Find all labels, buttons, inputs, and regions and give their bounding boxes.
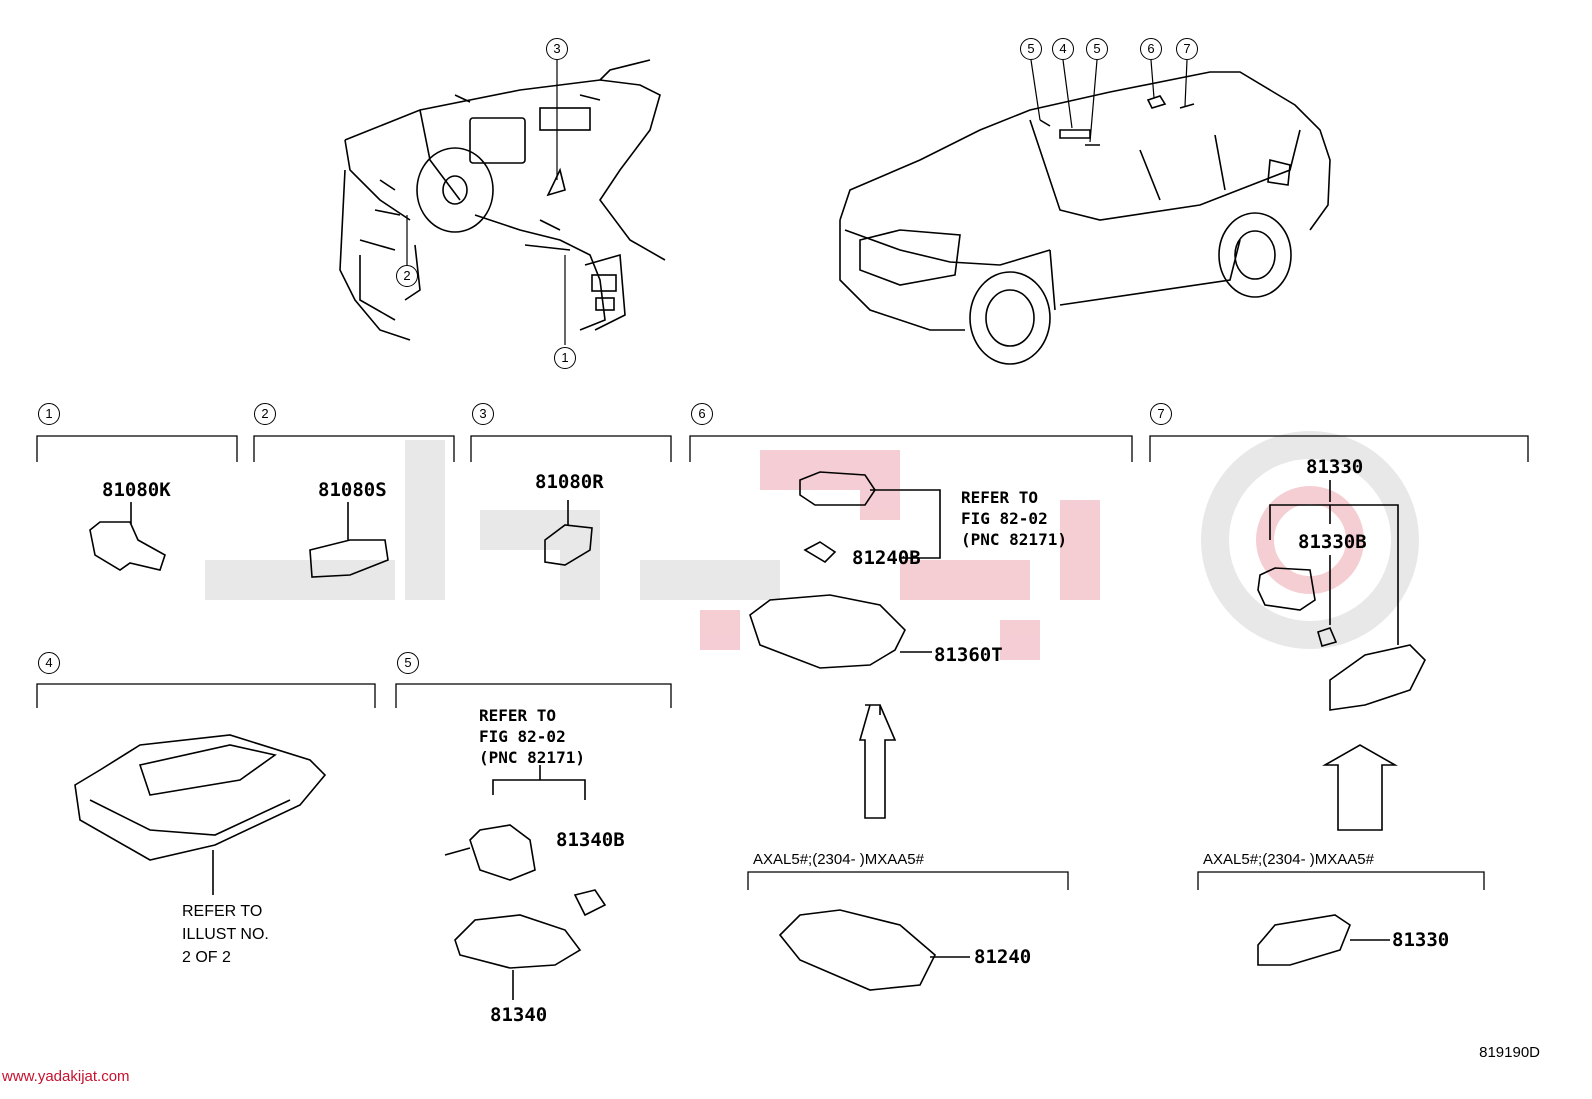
section-2-number: 2 [254, 403, 276, 425]
part-label-81330B: 81330B [1298, 531, 1367, 553]
section-4-number: 4 [38, 652, 60, 674]
part-81080K-drawing [89, 502, 166, 571]
part-label-81240: 81240 [974, 946, 1032, 968]
part-label-81080S: 81080S [318, 479, 387, 501]
overhead-console-drawing [74, 734, 327, 895]
part-label-81340B: 81340B [556, 829, 625, 851]
section-4-reference-note: REFER TO ILLUST NO. 2 OF 2 [182, 903, 269, 966]
callout-2-interior: 2 [396, 265, 418, 287]
diagram-code: 819190D [1479, 1044, 1540, 1061]
part-label-81340: 81340 [490, 1004, 548, 1026]
vehicle-illustration [839, 59, 1331, 365]
callout-5b-vehicle: 5 [1086, 38, 1108, 60]
callout-6-vehicle: 6 [1140, 38, 1162, 60]
interior-illustration [339, 59, 666, 345]
part-label-81240B: 81240B [852, 547, 921, 569]
room-lamp-drawing [749, 471, 970, 991]
part-81080S-drawing [309, 502, 389, 578]
callout-5a-vehicle: 5 [1020, 38, 1042, 60]
part-label-81330-top: 81330 [1306, 456, 1364, 478]
part-81080R-drawing [544, 500, 593, 566]
watermark-logo [205, 431, 1419, 660]
website-watermark: www.yadakijat.com [2, 1068, 130, 1085]
section-6-reference-note: REFER TO FIG 82-02 (PNC 82171) [961, 488, 1067, 549]
callout-3-top: 3 [546, 38, 568, 60]
map-lamp-drawing [444, 765, 607, 1000]
section-6-number: 6 [691, 403, 713, 425]
callout-1-interior: 1 [554, 347, 576, 369]
section-7-condition: AXAL5#;(2304- )MXAA5# [1203, 851, 1374, 868]
part-label-81360T: 81360T [934, 644, 1003, 666]
part-label-81330-bottom: 81330 [1392, 929, 1450, 951]
part-label-81080R: 81080R [535, 471, 604, 493]
callout-4-vehicle: 4 [1052, 38, 1074, 60]
section-1-number: 1 [38, 403, 60, 425]
section-3-number: 3 [472, 403, 494, 425]
section-7-number: 7 [1150, 403, 1172, 425]
part-label-81080K: 81080K [102, 479, 171, 501]
callout-7-vehicle: 7 [1176, 38, 1198, 60]
section-brackets [36, 435, 1529, 890]
section-6-condition: AXAL5#;(2304- )MXAA5# [753, 851, 924, 868]
section-5-reference-note: REFER TO FIG 82-02 (PNC 82171) [479, 706, 585, 767]
section-5-number: 5 [397, 652, 419, 674]
luggage-lamp-drawing [1257, 480, 1426, 966]
